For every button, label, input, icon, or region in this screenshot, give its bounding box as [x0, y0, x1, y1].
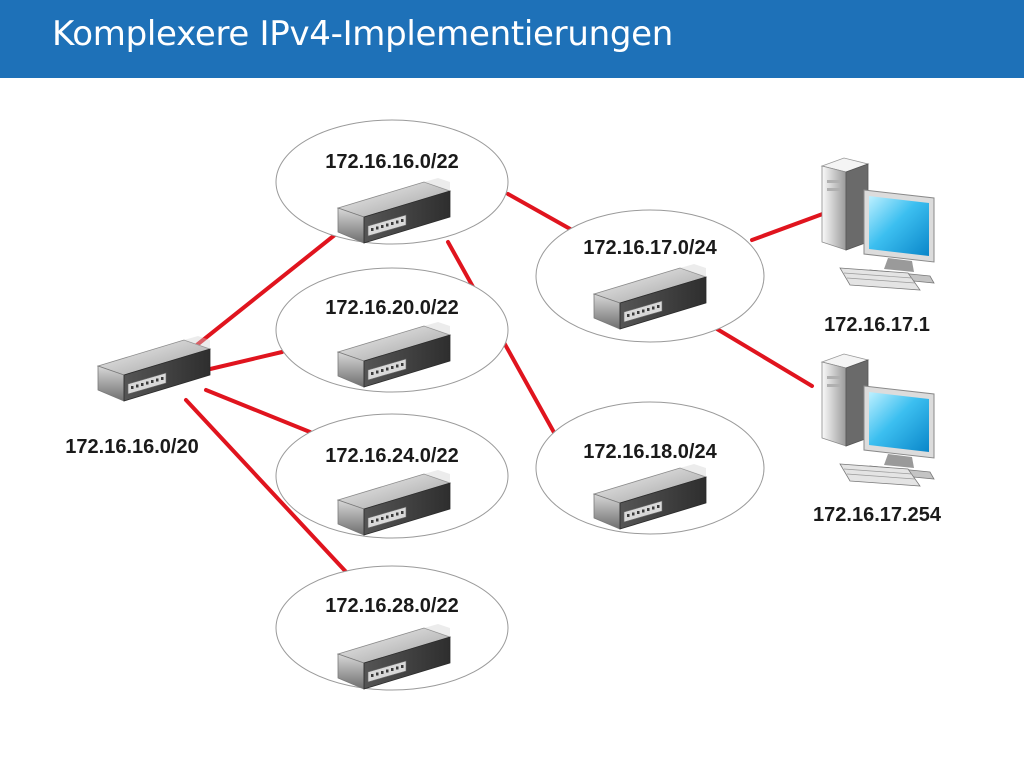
label-subnet-16: 172.16.16.0/22: [325, 151, 458, 173]
link-root-subnet24: [204, 388, 312, 434]
label-root: 172.16.16.0/20: [65, 436, 198, 458]
label-host-254: 172.16.17.254: [813, 504, 942, 526]
connection-lines: [184, 192, 830, 576]
computer-icon-host254: [821, 353, 935, 487]
link-root-subnet28: [184, 398, 350, 576]
link-subnet17-host254: [710, 324, 814, 388]
label-subnet-18: 172.16.18.0/24: [583, 441, 717, 463]
page-title: Komplexere IPv4-Implementierungen: [52, 14, 673, 54]
title-bar: Komplexere IPv4-Implementierungen: [0, 0, 1024, 78]
link-subnet16-subnet17: [506, 192, 574, 232]
subnet-ellipse-17: [535, 209, 765, 343]
label-subnet-17: 172.16.17.0/24: [583, 237, 717, 259]
computer-icon-host1: [821, 157, 935, 291]
label-subnet-20: 172.16.20.0/22: [325, 297, 458, 319]
router-server-icon: [97, 335, 211, 402]
subnet-ellipse-18: [535, 401, 765, 535]
label-host-1: 172.16.17.1: [824, 314, 930, 336]
link-root-subnet16: [186, 224, 348, 354]
link-root-subnet20: [204, 350, 284, 372]
label-subnet-24: 172.16.24.0/22: [325, 445, 458, 467]
label-subnet-28: 172.16.28.0/22: [325, 595, 458, 617]
link-subnet17-host1: [750, 210, 830, 242]
